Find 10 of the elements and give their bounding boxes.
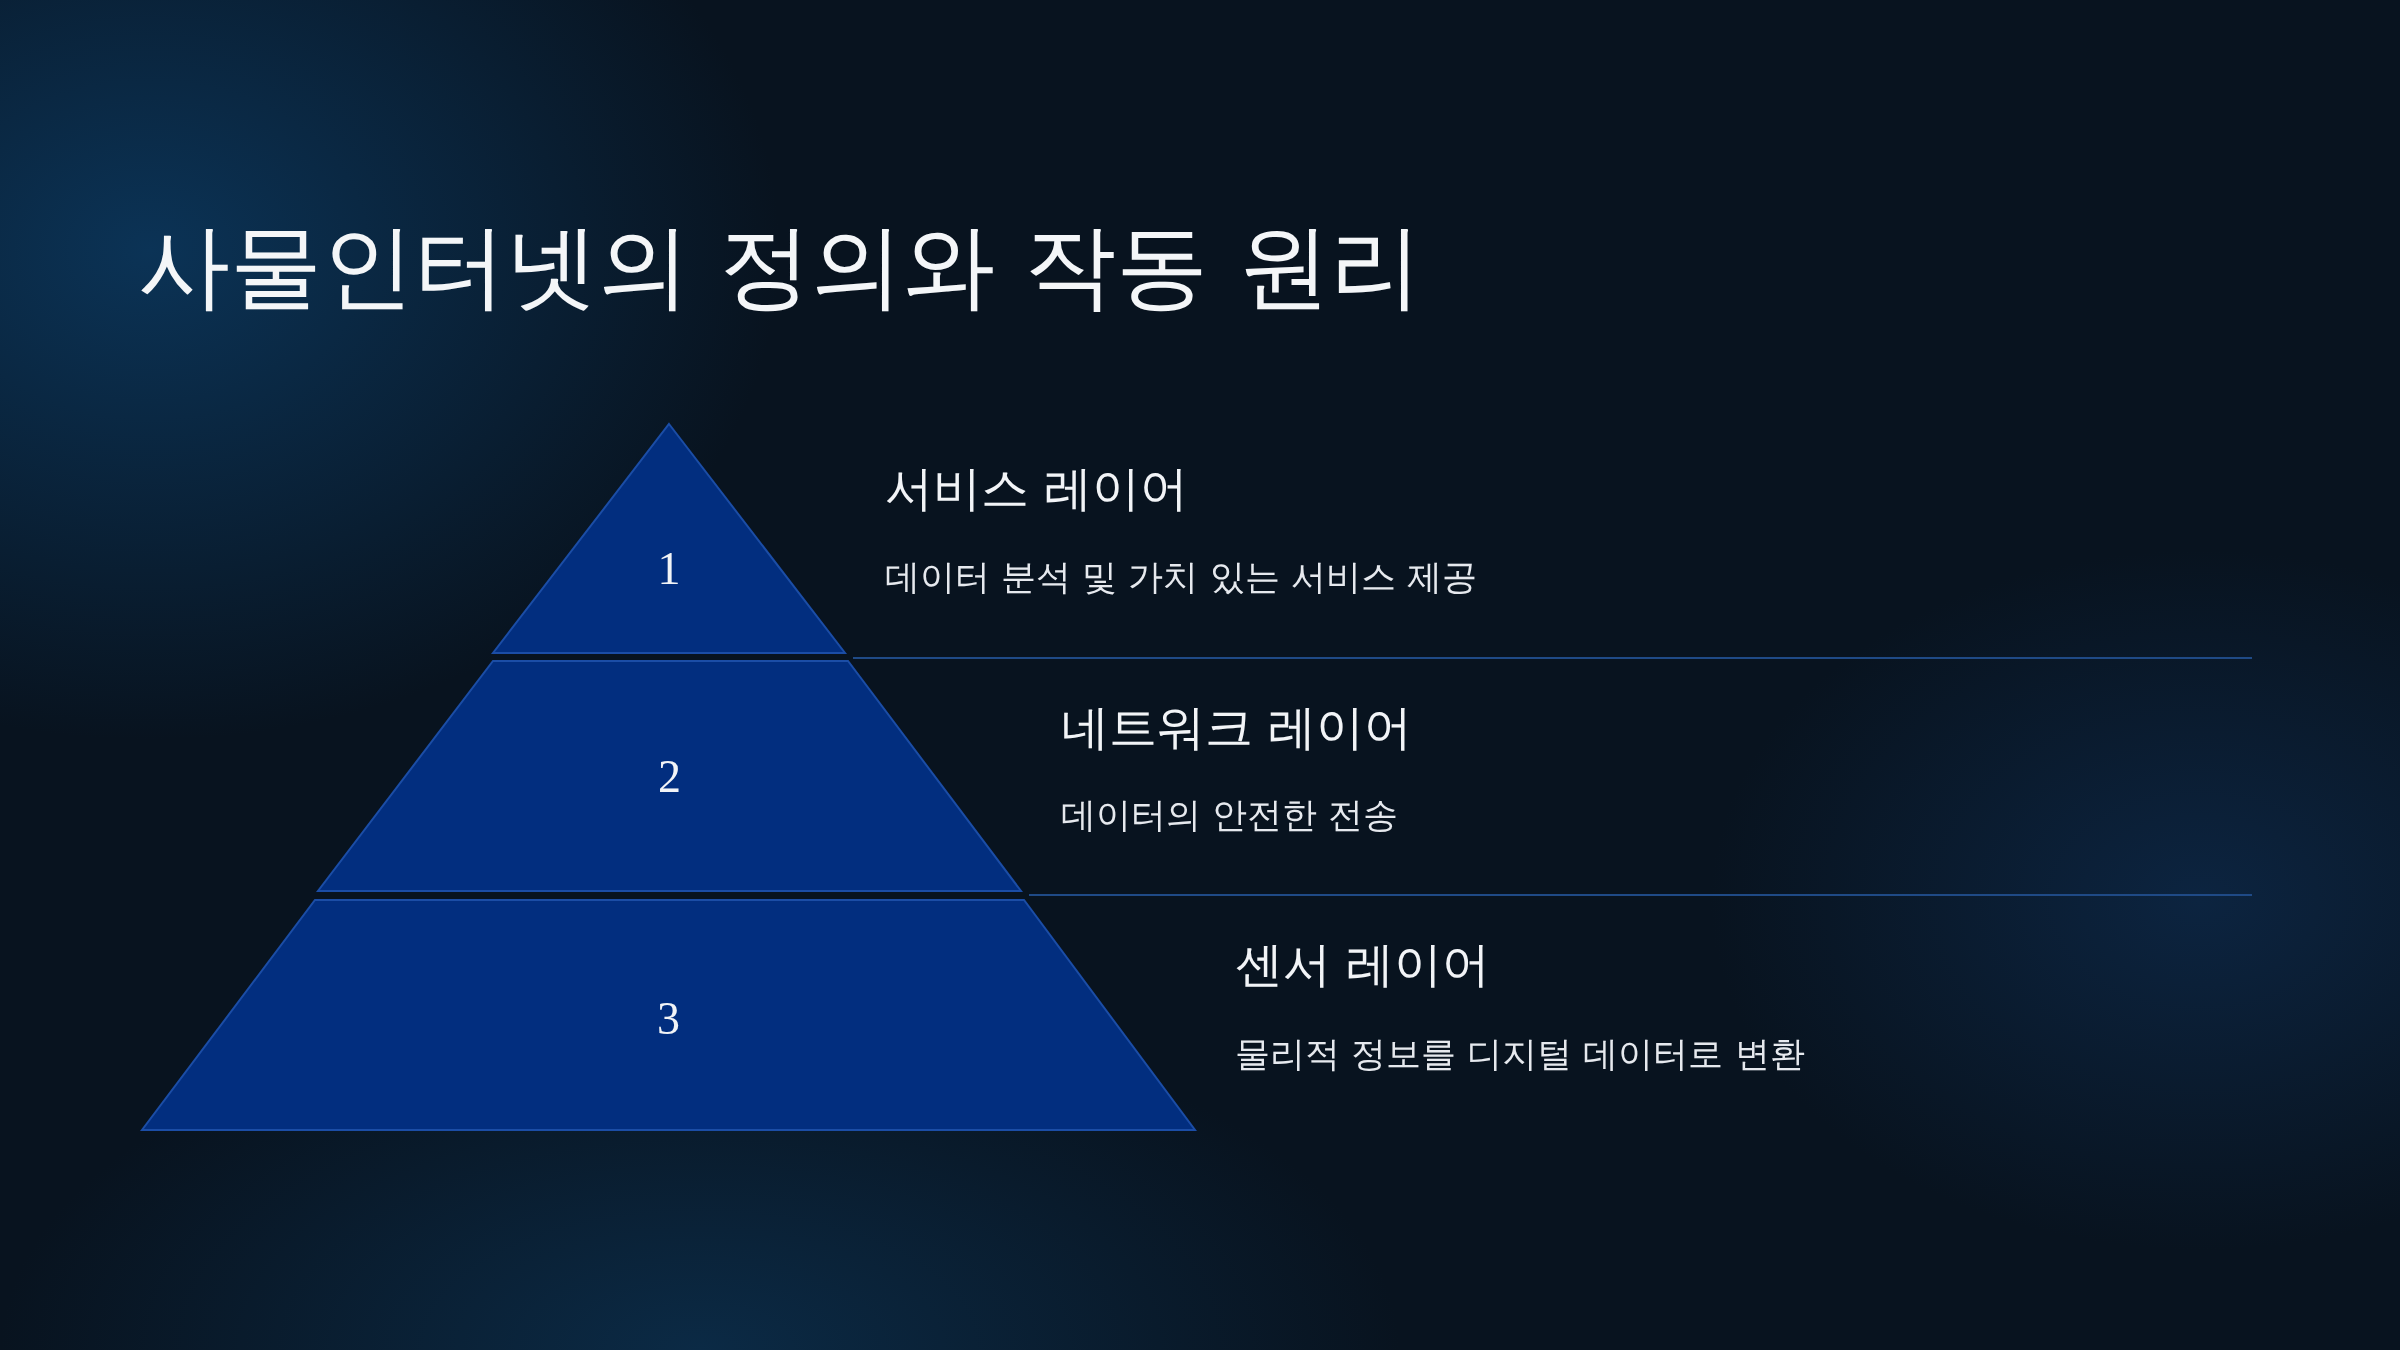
tier-number: 1 bbox=[657, 541, 681, 595]
layer-description: 물리적 정보를 디지털 데이터로 변환 bbox=[1235, 1033, 1805, 1075]
layer-heading: 서비스 레이어 bbox=[885, 460, 1189, 518]
title: 사물인터넷의 정의와 작동 원리 bbox=[138, 212, 1422, 322]
tier-number: 3 bbox=[657, 991, 680, 1045]
layer-description: 데이터의 안전한 전송 bbox=[1061, 794, 1399, 836]
layer-heading: 센서 레이어 bbox=[1235, 936, 1491, 994]
layer-heading: 네트워크 레이어 bbox=[1061, 699, 1413, 757]
tier-number: 2 bbox=[658, 749, 681, 803]
layer-description: 데이터 분석 및 가치 있는 서비스 제공 bbox=[885, 556, 1477, 598]
